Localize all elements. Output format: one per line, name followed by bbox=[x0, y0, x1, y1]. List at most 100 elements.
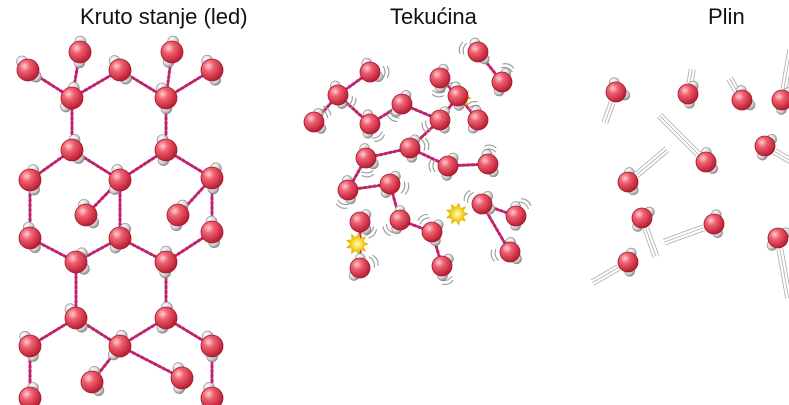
liquid-motion-lines bbox=[335, 199, 349, 209]
ice-molecule-icon bbox=[200, 54, 224, 86]
liquid-motion-lines bbox=[400, 181, 410, 195]
liquid-motion-lines bbox=[458, 41, 468, 55]
liquid-molecule-icon bbox=[379, 170, 401, 198]
ice-molecule-icon bbox=[64, 247, 90, 275]
liquid-molecule-icon bbox=[499, 237, 522, 265]
gas-molecule-icon bbox=[617, 247, 639, 277]
liquid-molecule-icon bbox=[429, 63, 451, 93]
ice-molecule-icon bbox=[74, 198, 100, 229]
gas-molecule-icon bbox=[617, 167, 639, 196]
gas-molecule-icon bbox=[754, 133, 778, 161]
gas-motion-trail bbox=[780, 49, 789, 90]
ice-molecule-icon bbox=[18, 164, 42, 196]
gas-motion-trail bbox=[776, 248, 789, 299]
gas-molecule-icon bbox=[771, 87, 789, 115]
liquid-molecule-icon bbox=[327, 80, 349, 109]
liquid-motion-lines bbox=[368, 254, 379, 268]
liquid-molecule-icon bbox=[303, 108, 327, 134]
ice-molecule-icon bbox=[18, 221, 42, 254]
liquid-motion-lines bbox=[431, 89, 445, 98]
liquid-molecule-icon bbox=[505, 201, 527, 231]
liquid-molecule-icon bbox=[429, 106, 451, 134]
liquid-motion-lines bbox=[372, 131, 386, 142]
liquid-motion-lines bbox=[428, 159, 436, 173]
collision-spark-icon bbox=[346, 232, 369, 256]
collision-spark-icon bbox=[446, 202, 469, 226]
ice-molecule-icon bbox=[160, 35, 184, 68]
ice-molecule-icon bbox=[18, 382, 42, 405]
liquid-motion-lines bbox=[466, 101, 480, 111]
ice-molecule-icon bbox=[200, 330, 224, 363]
ice-molecule-icon bbox=[64, 303, 88, 333]
liquid-motion-lines bbox=[361, 169, 375, 178]
liquid-motion-lines bbox=[518, 198, 532, 210]
ice-molecule-icon bbox=[16, 55, 42, 83]
liquid-molecule-icon bbox=[337, 175, 359, 205]
liquid-motion-lines bbox=[420, 137, 430, 152]
liquid-molecule-icon bbox=[471, 191, 496, 215]
ice-molecule-icon bbox=[154, 82, 178, 115]
ice-molecule-icon bbox=[60, 81, 84, 113]
liquid-molecule-icon bbox=[467, 105, 489, 134]
liquid-motion-lines bbox=[365, 226, 378, 239]
gas-molecule-icon bbox=[703, 209, 725, 239]
liquid-motion-lines bbox=[417, 213, 431, 225]
liquid-motion-lines bbox=[382, 223, 395, 237]
gas-molecule-icon bbox=[631, 206, 655, 232]
ice-molecule-icon bbox=[108, 223, 132, 254]
gas-motion-trail bbox=[663, 224, 705, 246]
liquid-molecule-icon bbox=[437, 152, 459, 181]
liquid-molecule-icon bbox=[349, 209, 372, 235]
liquid-molecule-icon bbox=[491, 67, 513, 97]
gas-molecule-icon bbox=[695, 147, 719, 174]
ice-molecule-icon bbox=[108, 329, 132, 361]
ice-molecule-icon bbox=[200, 162, 224, 195]
ice-molecule-icon bbox=[200, 382, 224, 405]
liquid-motion-lines bbox=[421, 120, 432, 134]
gas-motion-trail bbox=[772, 148, 789, 164]
ice-molecule-icon bbox=[108, 164, 132, 195]
liquid-motion-lines bbox=[463, 190, 474, 203]
liquid-molecule-icon bbox=[359, 57, 384, 83]
gas-motion-trail bbox=[656, 112, 701, 157]
liquid-molecule-icon bbox=[421, 219, 444, 247]
gas-motion-trail bbox=[642, 227, 660, 258]
motion-lines-layer bbox=[319, 41, 789, 299]
ice-molecule-icon bbox=[80, 366, 105, 397]
ice-molecule-icon bbox=[154, 134, 178, 166]
gas-motion-trail bbox=[634, 146, 670, 178]
liquid-molecule-icon bbox=[431, 253, 454, 281]
liquid-molecule-icon bbox=[467, 37, 490, 65]
liquid-motion-lines bbox=[346, 95, 357, 109]
liquid-motion-lines bbox=[500, 63, 515, 73]
liquid-molecule-icon bbox=[447, 81, 469, 111]
solid-panel-title: Kruto stanje (led) bbox=[80, 4, 248, 29]
liquid-molecule-icon bbox=[399, 134, 421, 163]
liquid-motion-lines bbox=[386, 110, 400, 122]
gas-motion-trail bbox=[590, 264, 621, 286]
liquid-molecule-icon bbox=[355, 143, 379, 170]
gas-molecule-icon bbox=[677, 80, 699, 109]
liquid-molecule-icon bbox=[391, 90, 413, 118]
ice-molecule-icon bbox=[60, 134, 85, 164]
liquid-molecule-icon bbox=[348, 253, 371, 281]
gas-molecule-icon bbox=[731, 85, 756, 111]
liquid-molecule-icon bbox=[359, 109, 381, 139]
liquid-panel-title: Tekućina bbox=[390, 4, 477, 29]
gas-molecule-icon bbox=[605, 77, 631, 103]
liquid-molecule-icon bbox=[477, 149, 499, 178]
hydrogen-bond-line bbox=[118, 344, 184, 380]
ice-molecule-icon bbox=[108, 55, 132, 85]
molecules-layer bbox=[16, 35, 789, 405]
ice-molecule-icon bbox=[68, 35, 92, 69]
ice-molecule-icon bbox=[170, 362, 194, 394]
ice-molecule-icon bbox=[18, 330, 42, 362]
ice-molecule-icon bbox=[200, 215, 224, 249]
gas-motion-trail bbox=[601, 101, 616, 125]
liquid-motion-lines bbox=[382, 65, 390, 79]
gas-molecule-icon bbox=[766, 227, 789, 251]
liquid-motion-lines bbox=[490, 248, 499, 262]
liquid-molecule-icon bbox=[389, 205, 411, 235]
ice-molecule-icon bbox=[154, 245, 178, 279]
